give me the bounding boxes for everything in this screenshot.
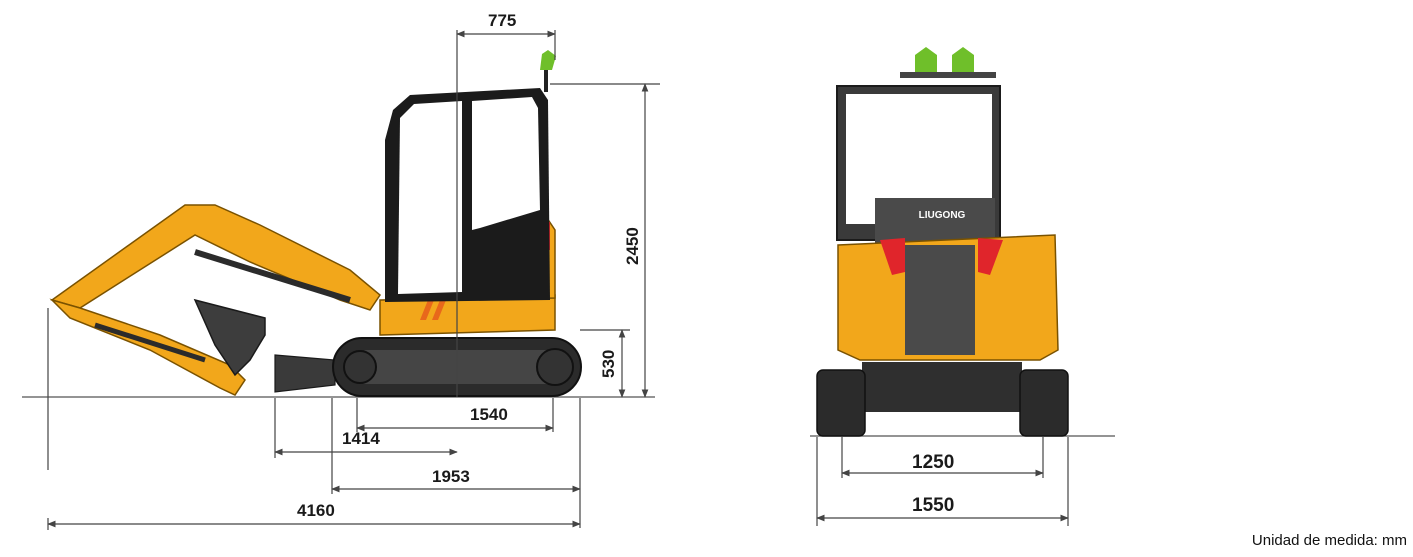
brand-label: LIUGONG bbox=[919, 210, 966, 221]
front-track-right bbox=[1019, 369, 1069, 437]
dim-overall-height: 2450 bbox=[623, 227, 642, 265]
front-track-left bbox=[816, 369, 866, 437]
front-panel bbox=[875, 198, 995, 245]
arm bbox=[49, 298, 246, 396]
dim-track-gauge: 1250 bbox=[912, 452, 954, 473]
dim-track-height: 530 bbox=[599, 350, 618, 378]
stripe-2 bbox=[432, 300, 446, 320]
front-beacon-left bbox=[915, 47, 937, 72]
front-view: LIUGONG bbox=[810, 47, 1115, 437]
cab-glass-front bbox=[398, 101, 462, 294]
idler bbox=[343, 350, 377, 384]
boom-cylinder bbox=[194, 249, 351, 303]
dim-1953: 1953 bbox=[432, 467, 470, 486]
dozer-blade bbox=[274, 354, 336, 393]
beacon-pole bbox=[544, 70, 548, 92]
dim-track-ground-length: 1540 bbox=[470, 405, 508, 424]
beacon-bar bbox=[900, 72, 996, 78]
front-undercarriage bbox=[862, 362, 1022, 412]
dim-overall-length: 4160 bbox=[297, 501, 335, 520]
arm-cylinder bbox=[94, 322, 206, 363]
unit-note: Unidad de medida: mm bbox=[1251, 532, 1407, 549]
dim-cab-offset: 775 bbox=[488, 11, 516, 30]
front-beacon-right bbox=[952, 47, 974, 72]
cab-glass-side bbox=[472, 97, 540, 230]
side-dimensions: 775 2450 530 1540 1414 1953 4160 bbox=[47, 11, 660, 530]
dim-1414: 1414 bbox=[342, 429, 380, 448]
bucket bbox=[193, 298, 266, 377]
side-view bbox=[22, 50, 655, 398]
stripe-1 bbox=[420, 300, 434, 320]
front-light-right bbox=[978, 238, 1003, 275]
dim-overall-width: 1550 bbox=[912, 495, 954, 516]
beacon-green bbox=[540, 50, 556, 70]
sprocket bbox=[536, 348, 574, 386]
front-center-panel bbox=[905, 245, 975, 355]
front-dimensions: 1250 1550 bbox=[816, 437, 1069, 526]
front-light-left bbox=[880, 238, 905, 275]
